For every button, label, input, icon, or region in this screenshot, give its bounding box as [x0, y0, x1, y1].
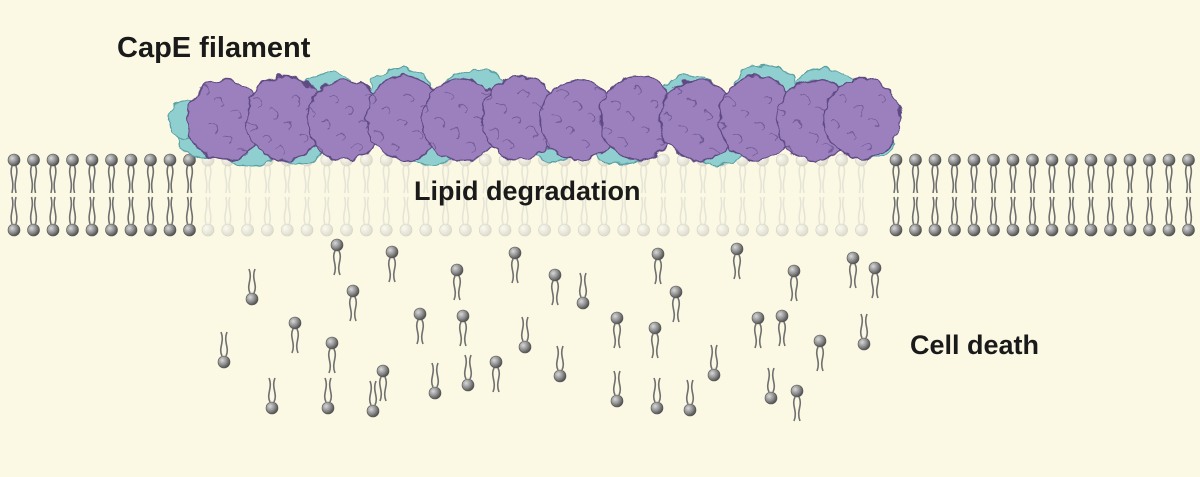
phospholipid-icon — [379, 153, 393, 237]
phospholipid-icon — [201, 153, 215, 237]
free-lipid-icon — [265, 377, 279, 415]
free-lipid-icon — [813, 334, 827, 372]
cell-death-label: Cell death — [910, 330, 1040, 360]
phospholipid-icon — [105, 153, 118, 237]
phospholipid-icon — [1123, 153, 1137, 237]
phospholipid-icon — [1065, 153, 1078, 237]
free-lipid-icon — [346, 284, 360, 322]
phospholipid-icon — [27, 153, 40, 237]
free-lipid-icon — [548, 268, 562, 306]
phospholipid-icon — [340, 153, 353, 237]
phospholipid-icon — [163, 153, 177, 237]
free-lipid-icon — [450, 263, 464, 301]
phospholipid-icon — [1045, 153, 1059, 237]
phospholipid-icon — [909, 153, 922, 237]
phospholipid-icon — [756, 153, 769, 237]
phospholipid-icon — [716, 153, 730, 237]
phospholipid-icon — [1182, 153, 1195, 237]
phospholipid-icon — [221, 153, 235, 237]
free-lipid-icon — [366, 380, 380, 418]
free-lipid-icon — [764, 367, 778, 405]
free-lipid-icon — [413, 307, 427, 345]
phospholipid-icon — [183, 153, 196, 237]
free-lipid-icon — [330, 238, 344, 276]
free-lipid-icon — [217, 331, 231, 369]
free-lipid-icon — [751, 311, 765, 349]
free-lipid-icon — [428, 362, 442, 400]
free-lipid-icon — [288, 316, 302, 354]
phospholipid-icon — [987, 153, 1000, 237]
free-lipid-icon — [790, 384, 804, 422]
free-lipid-icon — [648, 321, 662, 359]
phospholipid-icon — [1104, 153, 1117, 237]
phospholipid-icon — [736, 153, 749, 237]
free-lipid-icon — [456, 309, 470, 347]
free-lipid-icon — [461, 354, 475, 392]
phospholipid-icon — [280, 153, 294, 237]
free-lipid-icon — [245, 268, 259, 306]
capE-filament-label: CapE filament — [117, 32, 311, 64]
phospholipid-icon — [835, 153, 848, 237]
phospholipid-icon — [85, 153, 99, 237]
free-lipid-icon — [518, 316, 532, 354]
phospholipid-icon — [459, 153, 472, 237]
phospholipid-icon — [1143, 153, 1156, 237]
phospholipid-icon — [7, 153, 21, 237]
phospholipid-icon — [815, 153, 829, 237]
phospholipid-icon — [657, 153, 670, 237]
free-lipid-icon — [683, 379, 697, 417]
phospholipid-icon — [261, 153, 274, 237]
membrane-bilayer-left — [7, 153, 196, 237]
phospholipid-icon — [144, 153, 157, 237]
phospholipid-icon — [300, 153, 314, 237]
free-lipid-icon — [651, 247, 665, 285]
free-lipid-icon — [787, 264, 801, 302]
free-lipid-icon — [610, 370, 624, 408]
free-lipid-icon — [508, 246, 522, 284]
free-lipid-icon — [553, 345, 567, 383]
phospholipid-icon — [928, 153, 942, 237]
free-lipid-icon — [650, 377, 664, 415]
phospholipid-icon — [1006, 153, 1020, 237]
free-lipid-icon — [730, 242, 744, 280]
free-lipid-icon — [325, 336, 339, 374]
free-lipid-icon — [669, 285, 683, 323]
free-lipid-icon — [376, 364, 390, 402]
free-lipid-icon — [576, 272, 590, 310]
phospholipid-icon — [478, 153, 492, 237]
phospholipid-icon — [1084, 153, 1098, 237]
phospholipid-icon — [795, 153, 809, 237]
free-lipid-icon — [321, 377, 335, 415]
phospholipid-icon — [124, 153, 138, 237]
free-lipid-icon — [489, 355, 503, 393]
free-lipid-icon — [610, 311, 624, 349]
free-lipid-icon — [707, 344, 721, 382]
phospholipid-icon — [66, 153, 79, 237]
phospholipid-icon — [676, 153, 690, 237]
degraded-membrane-region — [201, 153, 868, 237]
phospholipid-icon — [967, 153, 981, 237]
phospholipid-icon — [1026, 153, 1039, 237]
free-lipid-icon — [775, 309, 789, 347]
phospholipid-icon — [320, 153, 334, 237]
phospholipid-icon — [775, 153, 789, 237]
free-lipid-icon — [868, 261, 882, 299]
phospholipid-icon — [948, 153, 961, 237]
phospholipid-icon — [46, 153, 60, 237]
phospholipid-icon — [1162, 153, 1176, 237]
phospholipid-icon — [889, 153, 903, 237]
membrane-bilayer-right — [889, 153, 1195, 237]
released-lipids — [217, 238, 882, 422]
capE-filament-icon — [169, 64, 901, 167]
free-lipid-icon — [857, 313, 871, 351]
phospholipid-icon — [696, 153, 710, 237]
phospholipid-icon — [399, 153, 413, 237]
phospholipid-icon — [498, 153, 512, 237]
free-lipid-icon — [846, 251, 860, 289]
lipid-degradation-label: Lipid degradation — [414, 176, 641, 206]
phospholipid-icon — [855, 153, 868, 237]
phospholipid-icon — [360, 153, 373, 237]
free-lipid-icon — [385, 245, 399, 283]
